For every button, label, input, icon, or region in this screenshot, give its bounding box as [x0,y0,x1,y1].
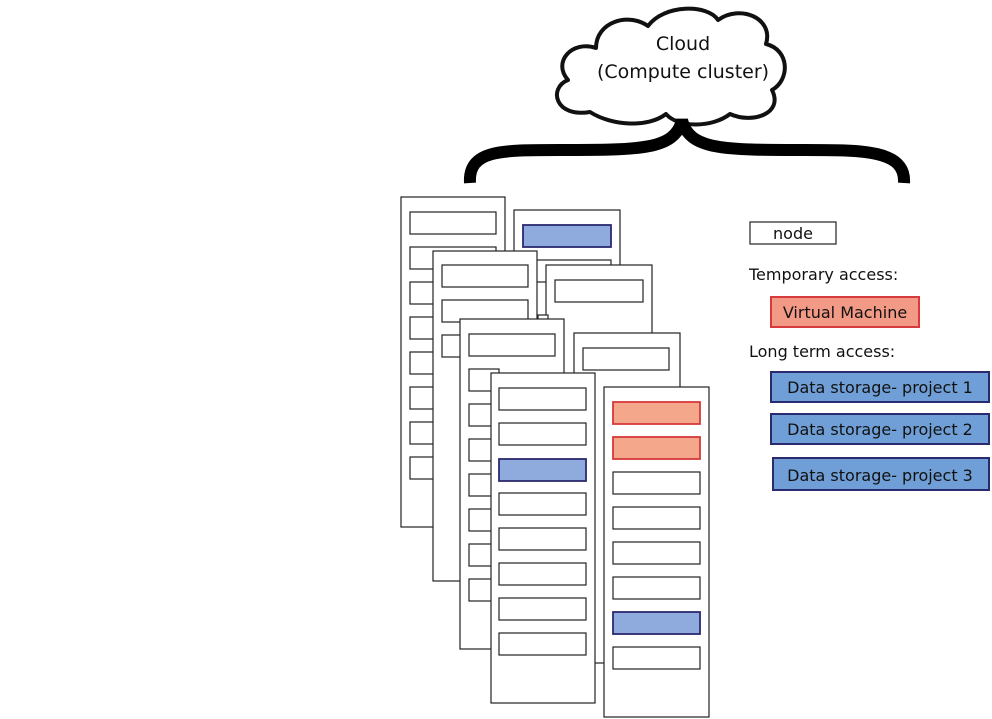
grouping-brace [463,118,910,184]
legend-vm-swatch [770,296,920,328]
legend-node-swatch [749,221,837,245]
cloud-title-line2: (Compute cluster) [597,61,769,83]
legend-node-label: node [773,224,813,243]
legend: node Temporary access: Virtual Machine L… [748,221,990,491]
legend-vm-label: Virtual Machine [783,303,907,322]
legend-temporary-heading: Temporary access: [748,265,898,284]
rack-front-right [603,386,710,718]
legend-storage-2-swatch [770,413,990,445]
cloud-title-line1: Cloud [656,33,710,55]
legend-long-term-heading: Long term access: [749,342,895,361]
legend-storage-3-swatch [772,457,990,491]
cloud-shape [555,6,787,127]
legend-storage-1-swatch [770,371,990,403]
legend-storage-2-label: Data storage- project 2 [787,420,973,439]
legend-storage-1-label: Data storage- project 1 [787,378,973,397]
legend-storage-3-label: Data storage- project 3 [787,466,973,485]
rack-front-left [490,372,596,704]
